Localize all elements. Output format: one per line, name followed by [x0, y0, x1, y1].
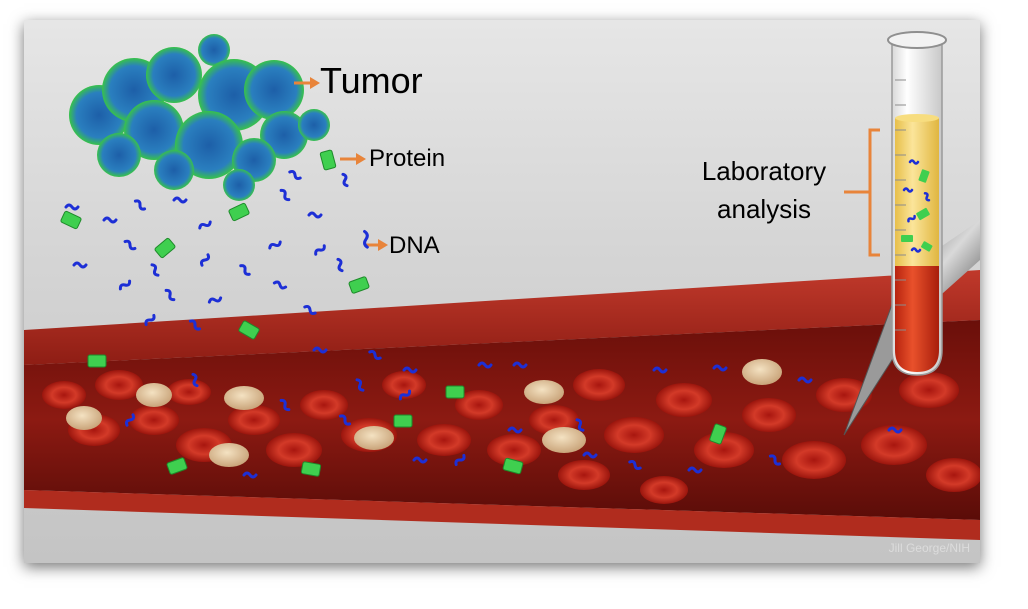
tumor-label: Tumor — [320, 60, 423, 101]
white-blood-cells — [66, 359, 782, 467]
liquid-biopsy-illustration — [24, 31, 980, 540]
image-credit: Jill George/NIH — [888, 541, 970, 555]
lab-analysis-bracket — [844, 128, 880, 257]
test-tube-icon — [887, 31, 947, 376]
diagram-panel: Tumor Protein DNA Laboratory analysis Ji… — [24, 20, 980, 563]
dna-label: DNA — [389, 232, 440, 259]
blood-vessel-icon — [24, 270, 980, 540]
tumor-icon — [69, 34, 330, 201]
red-blood-cells — [42, 369, 980, 504]
laboratory-label-line1: Laboratory — [701, 156, 827, 186]
laboratory-label-line2: analysis — [717, 194, 811, 224]
laboratory-analysis-label: Laboratory analysis — [684, 152, 844, 228]
dna-strand-icon — [64, 169, 903, 479]
label-arrows — [294, 77, 388, 251]
protein-fragment-icon — [60, 149, 727, 477]
protein-label: Protein — [369, 145, 446, 172]
